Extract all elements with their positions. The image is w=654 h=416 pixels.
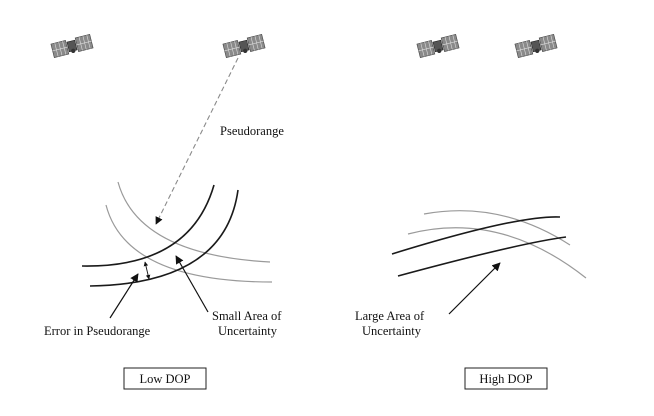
range-arc-dark: [391, 216, 561, 255]
pseudorange-label: Pseudorange: [220, 124, 284, 138]
range-arc-dark: [81, 184, 215, 267]
small-area-label: Uncertainty: [218, 324, 278, 338]
high-dop-title-box: [464, 367, 548, 390]
range-arc-dark: [89, 189, 239, 287]
low-dop-title-box: [123, 367, 207, 390]
small-area-callout-arrow: [175, 255, 209, 313]
large-area-callout-arrow: [448, 262, 501, 315]
low-dop-title: Low DOP: [139, 372, 190, 386]
satellite-icon: [50, 33, 94, 59]
small-area-label: Small Area of: [212, 309, 282, 323]
error-callout-arrow: [109, 273, 139, 319]
high-dop-panel: Large Area of Uncertainty High DOP: [355, 33, 587, 390]
error-in-pseudorange-label: Error in Pseudorange: [44, 324, 151, 338]
satellite-icon: [514, 33, 558, 59]
high-dop-title: High DOP: [479, 372, 532, 386]
range-arc-light: [117, 181, 271, 263]
low-dop-panel: Pseudorange Error in Pseudorange Small A…: [44, 33, 284, 390]
range-arc-dark: [397, 236, 567, 277]
range-arc-light: [105, 204, 273, 283]
pseudorange-arrow: [155, 57, 239, 225]
satellite-icon: [222, 33, 266, 59]
large-area-label: Large Area of: [355, 309, 425, 323]
error-band-arrow: [143, 261, 151, 280]
range-arc-light: [423, 210, 571, 246]
large-area-label: Uncertainty: [362, 324, 422, 338]
satellite-icon: [416, 33, 460, 59]
range-arc-light: [407, 227, 587, 279]
